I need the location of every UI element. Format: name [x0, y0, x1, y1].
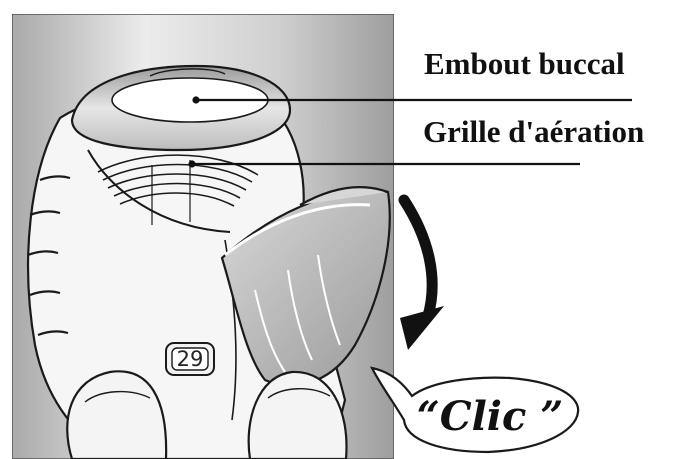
mouthpiece-label: Embout buccal	[424, 46, 625, 81]
sound-bubble: “Clic ”	[372, 368, 578, 452]
rotation-arrow-icon	[400, 200, 444, 350]
counter-value: 29	[177, 347, 204, 371]
air-vent-label: Grille d'aération	[423, 114, 644, 149]
sound-text: “Clic ”	[417, 393, 564, 440]
